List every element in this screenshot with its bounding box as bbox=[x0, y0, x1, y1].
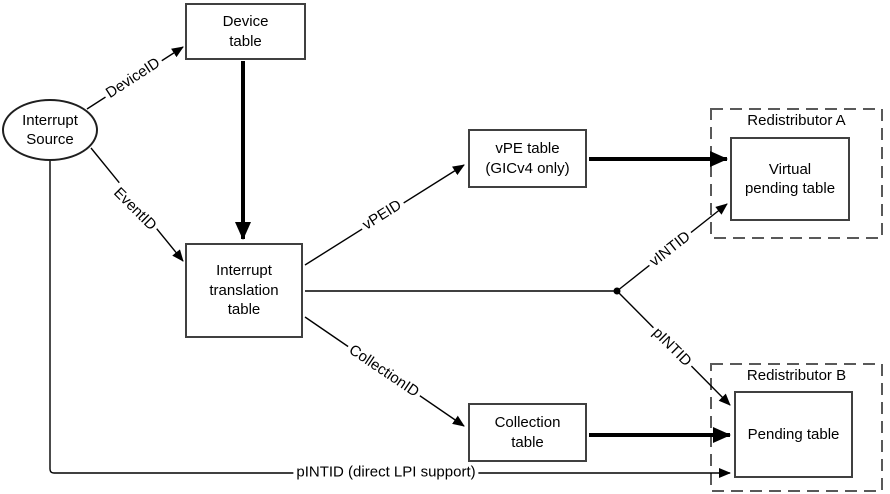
redistributor-a-title: Redistributor A bbox=[747, 112, 846, 129]
redistributor-b-title: Redistributor B bbox=[746, 367, 847, 384]
node-device-table: Device table bbox=[185, 3, 306, 60]
redistributor-a-border bbox=[710, 108, 883, 239]
node-interrupt-source: Interrupt Source bbox=[2, 99, 98, 161]
node-collection-table: Collection table bbox=[468, 403, 587, 462]
node-vpe-table: vPE table (GICv4 only) bbox=[468, 129, 587, 188]
redistributor-b-border bbox=[710, 363, 883, 492]
node-virtual-pending-table: Virtual pending table bbox=[730, 137, 850, 221]
node-interrupt-translation-table: Interrupt translation table bbox=[185, 243, 303, 338]
node-pending-table: Pending table bbox=[734, 391, 853, 478]
edge-direct-lpi bbox=[49, 161, 731, 478]
edge-label-direct-lpi: pINTID (direct LPI support) bbox=[293, 463, 479, 481]
